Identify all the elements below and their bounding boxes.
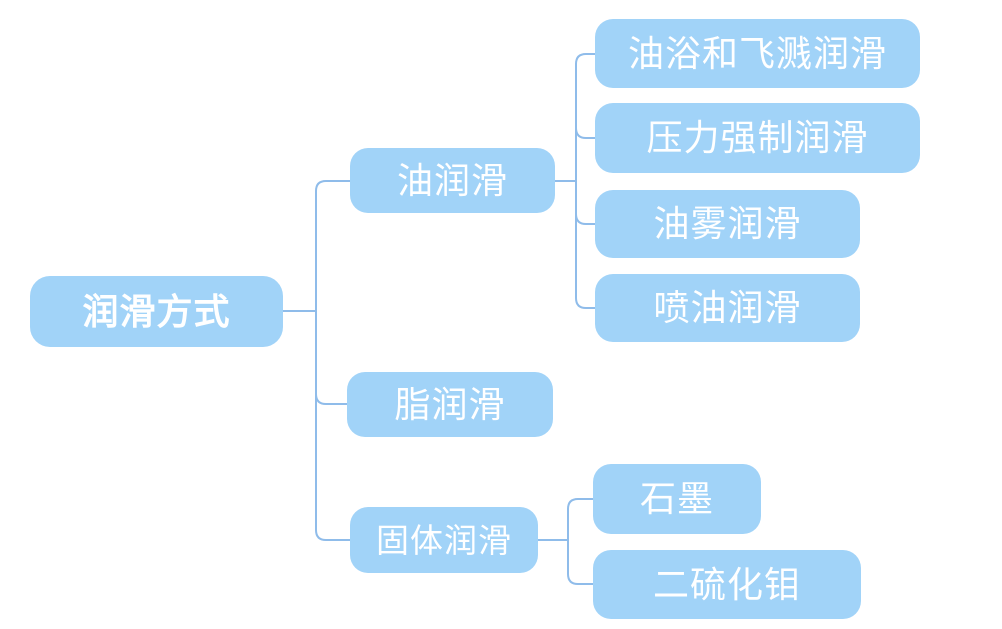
node-solid-lubrication[interactable]: 固体润滑: [350, 507, 538, 573]
node-oil-spray-lubrication[interactable]: 喷油润滑: [595, 274, 860, 342]
connector-leaf-oil-spray: [575, 297, 595, 309]
node-oil-lubrication[interactable]: 油润滑: [350, 148, 555, 213]
connector-leaf-pressure: [575, 127, 595, 139]
connector-branch-oil: [315, 180, 350, 192]
node-oil-mist-lubrication[interactable]: 油雾润滑: [595, 190, 860, 258]
node-pressure-forced-lubrication[interactable]: 压力强制润滑: [595, 103, 920, 173]
node-molybdenum-disulfide[interactable]: 二硫化钼: [593, 550, 861, 619]
connector-leaf-oil-bath: [575, 53, 595, 65]
connector-branch-solid: [315, 529, 350, 541]
connector-leaf-oil-mist: [575, 213, 595, 225]
connector-leaf-molybdenum: [567, 573, 593, 585]
connector-leaf-graphite: [567, 498, 593, 510]
node-graphite[interactable]: 石墨: [593, 464, 761, 534]
node-root[interactable]: 润滑方式: [30, 276, 283, 347]
connector-branch-grease: [315, 393, 347, 405]
node-grease-lubrication[interactable]: 脂润滑: [347, 372, 553, 437]
node-oil-bath-splash-lubrication[interactable]: 油浴和飞溅润滑: [595, 19, 920, 88]
